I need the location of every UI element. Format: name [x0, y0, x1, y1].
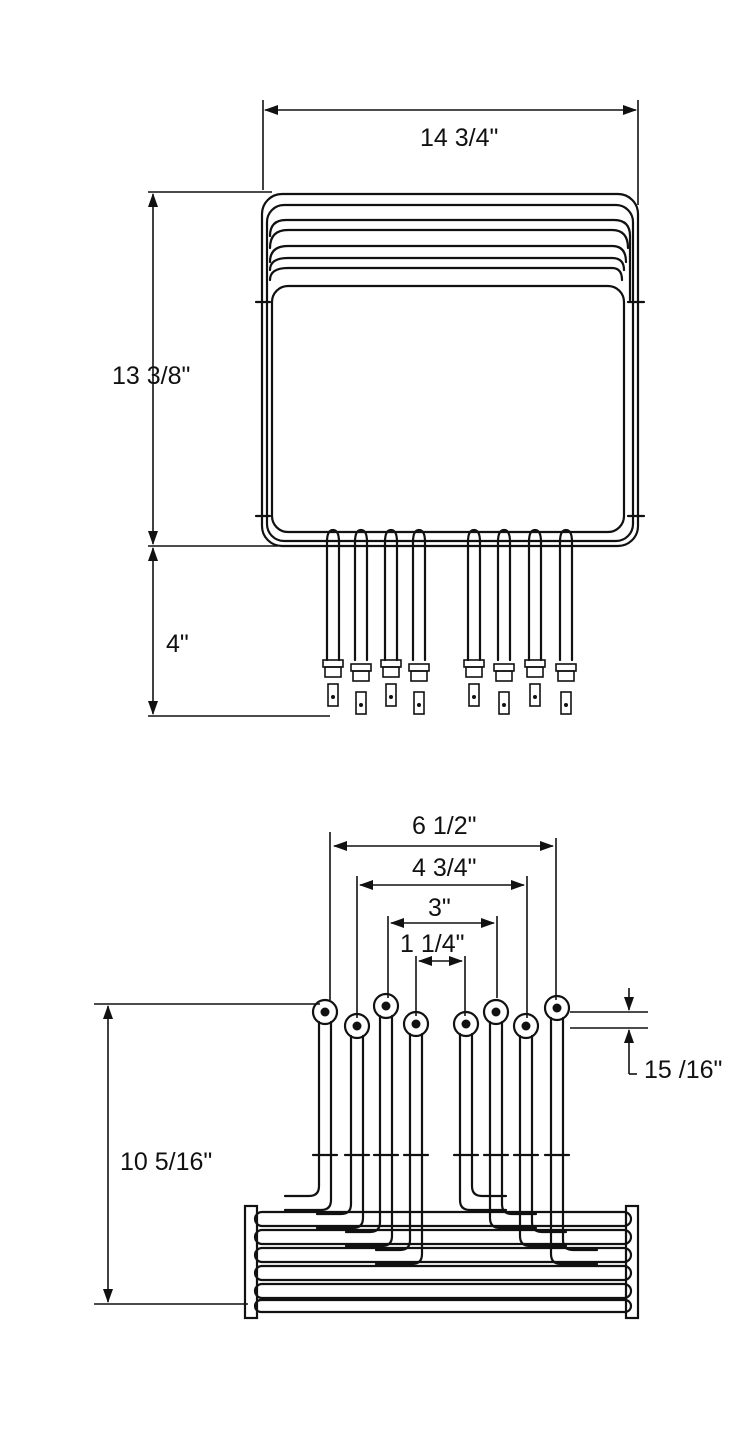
riser-tubes [283, 992, 599, 1266]
top-view: 14 3/4" 13 3/8" 4" [112, 100, 646, 717]
terminal-pin [463, 528, 485, 707]
span-dimensions: 6 1/2" 4 3/4" 3" 1 1/4" [329, 812, 557, 1018]
terminal-pin [555, 528, 577, 715]
terminal-length-label: 4" [166, 630, 189, 658]
riser-tube [374, 1010, 430, 1266]
span-third-label: 3" [428, 894, 451, 922]
front-height-dimension: 10 5/16" [94, 1003, 320, 1305]
terminal-length-dimension: 4" [148, 547, 330, 717]
offset-dimension: 15 /16" [570, 988, 722, 1084]
terminal-pin [380, 528, 402, 707]
riser-tube [512, 1012, 568, 1248]
riser-tube [315, 1012, 371, 1230]
span-outer-label: 6 1/2" [412, 812, 476, 840]
terminal-pin [350, 528, 372, 715]
span-second-label: 4 3/4" [412, 854, 476, 882]
base-loops [243, 1204, 640, 1320]
terminal-pin [493, 528, 515, 715]
width-dimension: 14 3/4" [262, 100, 639, 205]
offset-label: 15 /16" [644, 1056, 722, 1084]
riser-tube [452, 1010, 508, 1212]
terminal-pin [524, 528, 546, 707]
height-label: 13 3/8" [112, 362, 190, 390]
riser-tube [344, 992, 400, 1248]
element-loops [254, 192, 646, 548]
terminal-pins [322, 528, 577, 715]
span-inner-label: 1 1/4" [400, 930, 464, 958]
terminal-pin [322, 528, 344, 707]
riser-tube [283, 998, 339, 1212]
front-height-label: 10 5/16" [120, 1148, 212, 1176]
height-dimension: 13 3/8" [112, 191, 278, 547]
terminal-pin [408, 528, 430, 715]
riser-tube [482, 998, 538, 1230]
riser-tube [543, 994, 599, 1266]
front-view: 6 1/2" 4 3/4" 3" 1 1/4" 10 5/16" [94, 812, 722, 1320]
width-label: 14 3/4" [420, 124, 498, 152]
